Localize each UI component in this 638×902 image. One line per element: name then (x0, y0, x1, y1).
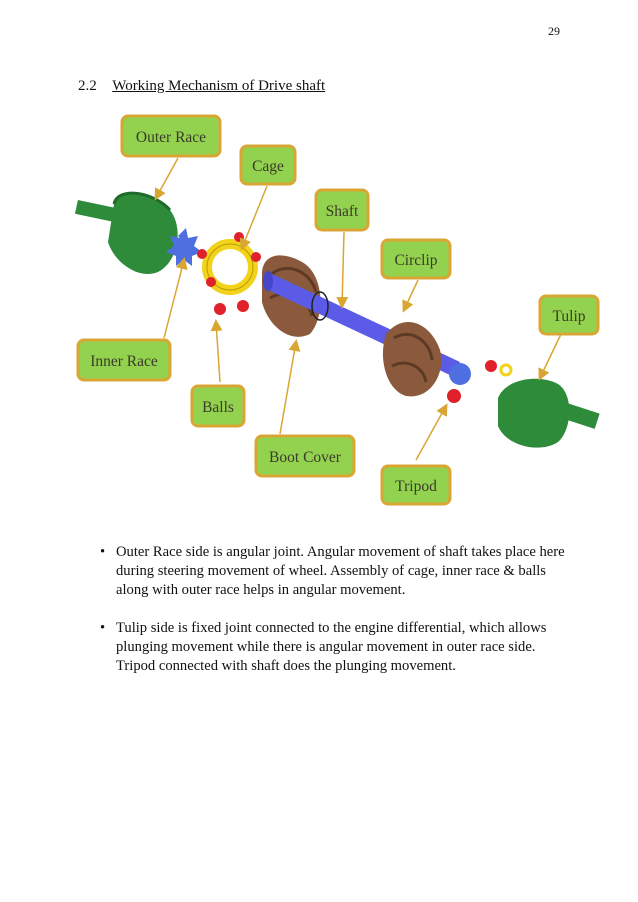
tripod-part (447, 360, 513, 403)
label-shaft: Shaft (314, 188, 370, 232)
label-balls-text: Balls (202, 399, 234, 416)
section-number: 2.2 (78, 78, 97, 94)
tulip-part (498, 378, 600, 448)
label-circlip: Circlip (380, 238, 452, 280)
section-heading: 2.2 Working Mechanism of Drive shaft (78, 78, 325, 95)
label-inner-race-text: Inner Race (90, 353, 158, 370)
label-outer-race: Outer Race (120, 114, 222, 158)
label-outer-race-text: Outer Race (136, 129, 206, 146)
bullet-text: Tulip side is fixed joint connected to t… (116, 620, 547, 674)
bullet-dot-icon: • (100, 544, 106, 560)
label-inner-race: Inner Race (76, 338, 172, 382)
boot-cover-right-part (382, 322, 442, 397)
label-boot-cover-text: Boot Cover (269, 449, 342, 466)
label-balls: Balls (190, 384, 246, 428)
bullet-item: • Tulip side is fixed joint connected to… (100, 619, 570, 676)
bullet-dot-icon: • (100, 620, 106, 636)
label-boot-cover: Boot Cover (254, 434, 356, 478)
inner-race-part (166, 228, 202, 266)
cage-part (202, 239, 258, 295)
label-circlip-text: Circlip (394, 252, 437, 269)
section-title: Working Mechanism of Drive shaft (112, 78, 326, 94)
outer-race-part (74, 191, 178, 274)
leader-lines (154, 157, 562, 461)
label-tulip-text: Tulip (552, 308, 585, 325)
label-tripod-text: Tripod (395, 478, 437, 495)
bullet-text: Outer Race side is angular joint. Angula… (116, 544, 565, 598)
label-cage: Cage (239, 144, 297, 186)
balls-part (197, 232, 261, 315)
drive-shaft-svg: Outer Race Cage Shaft Circlip Tulip Inne… (74, 114, 600, 506)
bullet-item: • Outer Race side is angular joint. Angu… (100, 543, 570, 600)
drive-shaft-diagram: Outer Race Cage Shaft Circlip Tulip Inne… (74, 112, 614, 508)
label-cage-text: Cage (252, 158, 284, 175)
label-tripod: Tripod (380, 464, 452, 506)
bullet-list: • Outer Race side is angular joint. Angu… (100, 543, 570, 695)
page-number: 29 (548, 24, 560, 38)
label-shaft-text: Shaft (326, 203, 359, 220)
label-tulip: Tulip (538, 294, 600, 336)
